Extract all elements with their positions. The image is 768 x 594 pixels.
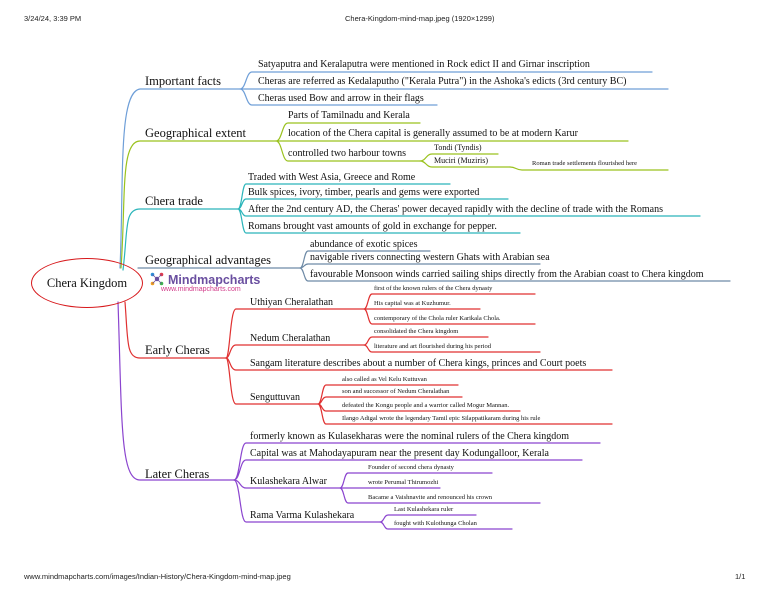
connector-later-rama [233,479,381,523]
geo-extent-item: controlled two harbour towns [288,148,407,159]
branch-later [117,301,235,481]
connector-harbours [419,153,511,168]
geo-adv-item: navigable rivers connecting western Ghat… [310,252,550,263]
connector-kulashekara-items [339,472,541,504]
geo-extent-item: Parts of Tamilnadu and Kerala [288,110,410,121]
ruler-senguttuvan: Senguttuvan [250,392,300,403]
branch-trade [122,208,239,271]
connector-later-items [233,442,601,481]
geo-adv-item: abundance of exotic spices [310,239,418,250]
geo-adv-item: favourable Monsoon winds carried sailing… [310,269,704,280]
ruler-rama-varma-kulashekara: Rama Varma Kulashekara [250,510,355,521]
print-url: www.mindmapcharts.com/images/Indian-Hist… [24,572,291,581]
logo-name: Mindmapcharts [168,273,261,287]
connector-early-uthiyan [225,308,365,359]
trade-item: After the 2nd century AD, the Cheras' po… [248,204,664,215]
connector-facts-items [239,71,669,106]
trade-item: Bulk spices, ivory, timber, pearls and g… [248,187,480,198]
connector-muziris-note [509,166,669,171]
nedum-item: literature and art flourished during his… [374,343,491,350]
topic-chera-trade: Chera trade [145,194,203,208]
mindmap-logo-icon [150,272,164,286]
senguttuvan-item: also called as Vel Kelu Kuttuvan [342,376,427,383]
connector-nedum-items [363,336,541,353]
sangam-item: Sangam literature describes about a numb… [250,358,587,369]
trade-item: Romans brought vast amounts of gold in e… [248,221,497,232]
connector-early-senguttuvan [225,357,319,405]
kulashekara-item: Bacame a Vaishnavite and renounced his c… [368,494,493,501]
connector-early-sangam [225,357,613,371]
senguttuvan-item: Ilango Adigal wrote the legendary Tamil … [342,415,541,422]
logo-url: www.mindmapcharts.com [161,286,241,293]
fact-item: Cheras are referred as Kedalaputho ("Ker… [258,76,627,87]
later-item: Capital was at Mahodayapuram near the pr… [250,448,549,459]
branch-facts [119,88,241,269]
branch-early [124,301,227,359]
ruler-kulashekara-alwar: Kulashekara Alwar [250,476,327,487]
kulashekara-item: Founder of second chera dynasty [368,464,454,471]
ruler-uthiyan-cheralathan: Uthiyan Cheralathan [250,297,334,308]
topic-important-facts: Important facts [145,74,222,88]
connector-uthiyan-items [363,293,536,325]
topic-geographical-advantages: Geographical advantages [145,253,271,267]
muziris-note: Roman trade settlements flourished here [532,160,638,167]
harbour-muciri: Muciri (Muziris) [434,156,488,165]
ruler-nedum-cheralathan: Nedum Cheralathan [250,333,331,344]
connector-trade-items [237,183,701,234]
topic-early-cheras: Early Cheras [145,343,210,357]
center-node-label: Chera Kingdom [46,275,128,290]
senguttuvan-item: son and successor of Nedum Cheralathan [342,388,450,395]
print-title: Chera-Kingdom-mind-map.jpeg (1920×1299) [345,14,495,23]
later-item: formerly known as Kulasekharas were the … [250,431,570,442]
uthiyan-item: contemporary of the Chola ruler Karikala… [374,315,501,322]
fact-item: Cheras used Bow and arrow in their flags [258,93,424,104]
print-timestamp: 3/24/24, 3:39 PM [24,14,82,23]
topic-geographical-extent: Geographical extent [145,126,246,140]
connector-geo-extent-items [275,122,629,162]
connector-early-nedum [225,344,365,359]
print-page-number: 1/1 [735,572,746,581]
nedum-item: consolidated the Chera kingdom [374,328,459,335]
uthiyan-item: first of the known rulers of the Chera d… [374,285,493,292]
rama-item: fought with Kulothunga Cholan [394,520,477,527]
senguttuvan-item: defeated the Kongu people and a warrior … [342,402,510,409]
connector-geo-adv-items [299,250,731,282]
fact-item: Satyaputra and Keralaputra were mentione… [258,59,590,70]
branch-geo-extent [120,140,277,269]
uthiyan-item: His capital was at Kuzhumur. [374,300,451,307]
rama-item: Last Kulashekara ruler [394,506,454,513]
topic-later-cheras: Later Cheras [145,467,210,481]
connector-rama-items [379,514,513,530]
geo-extent-item: location of the Chera capital is general… [288,128,578,139]
center-node: Chera Kingdom [31,258,143,308]
connector-later-kulashekara [233,479,341,489]
trade-item: Traded with West Asia, Greece and Rome [248,172,416,183]
connector-senguttuvan-items [317,384,613,425]
harbour-tondi: Tondi (Tyndis) [434,143,482,152]
kulashekara-item: wrote Perumal Thirumozhi [368,479,439,486]
